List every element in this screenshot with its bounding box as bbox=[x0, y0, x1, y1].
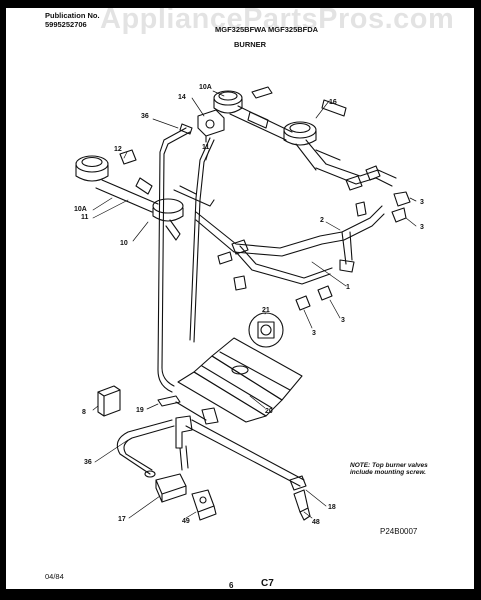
callout-3: 3 bbox=[420, 199, 424, 206]
callout-16: 16 bbox=[329, 99, 337, 106]
callout-18: 18 bbox=[328, 504, 336, 511]
leader-lines bbox=[92, 90, 417, 519]
callout-19: 19 bbox=[136, 407, 144, 414]
regulator-bracket bbox=[191, 489, 217, 521]
rail-support bbox=[293, 489, 311, 521]
callout-3: 3 bbox=[312, 330, 316, 337]
callout-3: 3 bbox=[420, 224, 424, 231]
manifold-pipe bbox=[195, 205, 385, 285]
callout-2: 2 bbox=[320, 217, 324, 224]
diagram-reference: P24B0007 bbox=[380, 527, 418, 536]
callout-8: 8 bbox=[82, 409, 86, 416]
section-title: BURNER bbox=[234, 40, 267, 49]
lower-rail bbox=[185, 419, 307, 491]
callout-49: 49 bbox=[182, 518, 190, 525]
valve-note-line-2: include mounting screw. bbox=[350, 469, 426, 477]
burner-tube-11 bbox=[189, 137, 215, 343]
valve-note-line-1: NOTE: Top burner valves bbox=[350, 462, 428, 469]
pressure-regulator bbox=[155, 473, 187, 503]
lower-gas-tube bbox=[116, 419, 175, 478]
section-code: C7 bbox=[261, 578, 274, 589]
valve-note: NOTE: Top burner valves include mounting… bbox=[350, 462, 428, 476]
callout-3: 3 bbox=[341, 317, 345, 324]
model-numbers: MGF325BFWA MGF325BFDA bbox=[215, 25, 319, 34]
callout-12: 12 bbox=[114, 146, 122, 153]
callout-10: 10 bbox=[120, 240, 128, 247]
page-number: 6 bbox=[229, 581, 234, 590]
burner-spreader bbox=[177, 337, 303, 423]
orifice-detail bbox=[248, 312, 284, 348]
callout-11: 11 bbox=[81, 214, 89, 221]
callout-1: 1 bbox=[346, 284, 350, 291]
callout-36: 36 bbox=[141, 113, 149, 120]
callout-10a: 10A bbox=[74, 206, 87, 213]
callout-11: 11 bbox=[202, 144, 210, 151]
callout-20: 20 bbox=[265, 408, 273, 415]
callout-17: 17 bbox=[118, 516, 126, 523]
publication-info: Publication No. 5995252706 bbox=[45, 11, 100, 29]
front-burner-assembly bbox=[75, 149, 215, 241]
igniter-tube bbox=[157, 123, 193, 393]
diagram-page bbox=[4, 6, 476, 591]
callout-14: 14 bbox=[178, 94, 186, 101]
publication-date: 04/84 bbox=[45, 572, 64, 581]
lower-igniter-bracket bbox=[157, 395, 219, 471]
callout-21: 21 bbox=[262, 307, 270, 314]
gas-valve bbox=[197, 109, 225, 143]
valve-fittings bbox=[217, 165, 411, 311]
callout-36: 36 bbox=[84, 459, 92, 466]
rear-burner-assembly bbox=[213, 86, 397, 187]
callout-48: 48 bbox=[312, 519, 320, 526]
publication-label: Publication No. bbox=[45, 11, 100, 20]
callout-10a: 10A bbox=[199, 84, 212, 91]
spark-module bbox=[97, 385, 121, 417]
publication-number: 5995252706 bbox=[45, 19, 87, 29]
watermark: AppliancePartsPros.com bbox=[100, 3, 455, 35]
